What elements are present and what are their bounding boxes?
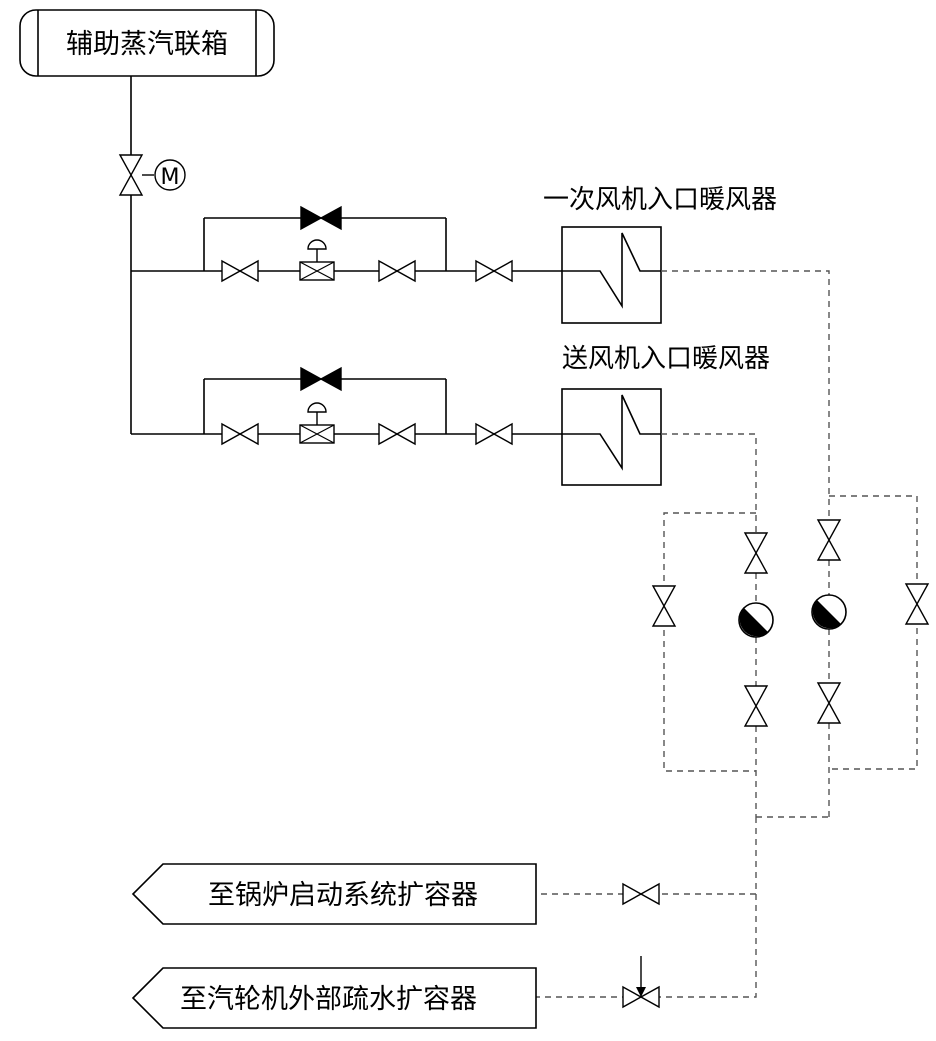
drain-pipes bbox=[536, 270, 918, 998]
bypass-valve-lower bbox=[300, 367, 342, 391]
primary-fan-heater: 一次风机入口暖风器 bbox=[543, 185, 777, 324]
forced-draft-fan-heater-label: 送风机入口暖风器 bbox=[562, 344, 770, 374]
outlet-boiler-flash-tank-label: 至锅炉启动系统扩容器 bbox=[208, 880, 478, 911]
outlet-valve-left-trap bbox=[744, 685, 768, 727]
inlet-valve-lower bbox=[475, 423, 513, 445]
inlet-valve-left-trap bbox=[744, 532, 768, 574]
forced-draft-fan-heater: 送风机入口暖风器 bbox=[561, 344, 770, 486]
bypass-valve-left-station bbox=[652, 585, 676, 627]
bypass-valve-upper bbox=[300, 206, 342, 230]
steam-trap-right bbox=[811, 594, 847, 630]
steam-pipes bbox=[130, 76, 562, 435]
bypass-valve-right-station bbox=[905, 583, 929, 625]
outlet-turbine-drain-tank-label: 至汽轮机外部疏水扩容器 bbox=[180, 984, 477, 1015]
isolation-valve-lower-2 bbox=[378, 423, 416, 445]
isolation-valve-upper-2 bbox=[378, 260, 416, 282]
aux-steam-header: 辅助蒸汽联箱 bbox=[19, 9, 275, 77]
outlet-valve-boiler bbox=[622, 883, 660, 905]
isolation-valve-lower-1 bbox=[221, 423, 259, 445]
steam-trap-left bbox=[738, 602, 774, 638]
aux-steam-header-label: 辅助蒸汽联箱 bbox=[66, 29, 228, 60]
control-valve-lower bbox=[299, 402, 335, 444]
primary-fan-heater-label: 一次风机入口暖风器 bbox=[543, 185, 777, 215]
outlet-turbine-drain-tank: 至汽轮机外部疏水扩容器 bbox=[131, 967, 537, 1029]
motorized-valve: M bbox=[119, 154, 186, 196]
inlet-valve-right-trap bbox=[817, 519, 841, 561]
outlet-valve-right-trap bbox=[817, 682, 841, 724]
drain-valves bbox=[622, 519, 929, 1008]
outlet-valve-turbine bbox=[622, 956, 660, 1008]
motor-label: M bbox=[161, 165, 180, 190]
outlet-boiler-flash-tank: 至锅炉启动系统扩容器 bbox=[131, 863, 537, 925]
isolation-valve-upper-1 bbox=[221, 260, 259, 282]
control-valve-upper bbox=[299, 239, 335, 281]
inlet-valve-upper bbox=[475, 260, 513, 282]
